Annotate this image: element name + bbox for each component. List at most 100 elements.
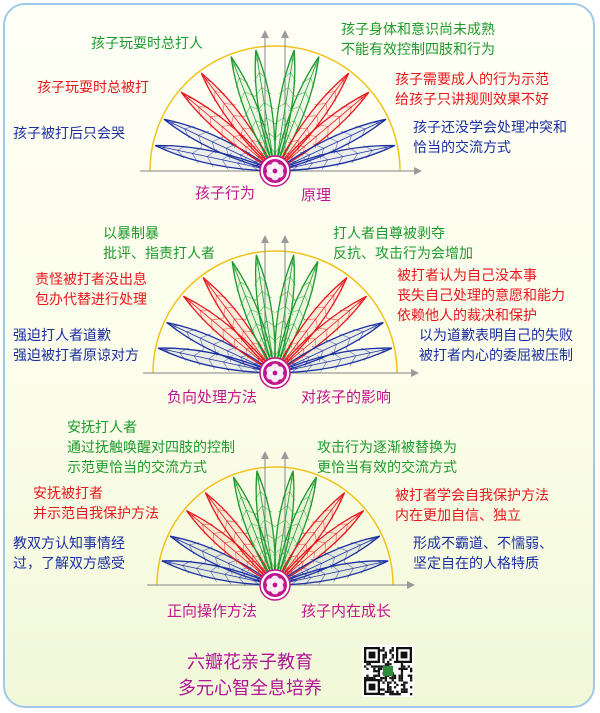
qr-module: [391, 693, 394, 696]
s3-petal-blue-right-inner: [274, 535, 381, 586]
s3-arrow-right: [407, 581, 415, 589]
s3-right-red-2: 内在更加自信、独立: [395, 508, 521, 524]
s2-arrow-right: [411, 369, 419, 377]
s1-arrow-right: [414, 167, 422, 175]
qr-module: [366, 667, 369, 670]
s2-petal-red-right-inner: [274, 277, 348, 374]
s3-petal-green-left-outer: [232, 476, 276, 586]
s3-bottom-left-label: 正向操作方法: [167, 602, 258, 620]
qr-module: [393, 693, 397, 696]
qr-module: [389, 649, 392, 652]
s3-left-blue-1: 教双方认知事情经: [13, 536, 125, 552]
qr-module: [380, 676, 383, 680]
s3-top-left-green-2: 通过抚触唤醒对四肢的控制: [67, 440, 235, 456]
qr-module: [377, 674, 381, 677]
qr-module: [375, 674, 378, 677]
qr-module: [393, 686, 397, 689]
s2-left-blue-1: 强迫打人者道歉: [13, 328, 111, 344]
qr-module: [382, 681, 385, 684]
qr-module: [380, 665, 383, 668]
s2-petal-green-left-inner: [254, 254, 277, 374]
qr-module: [382, 656, 385, 659]
s3-petal-blue-left-outer: [161, 560, 276, 586]
qr-module: [391, 676, 394, 680]
s2-top-right-green-2: 反抗、攻击行为会增加: [333, 246, 473, 262]
qr-module: [389, 688, 392, 691]
footer-brand-line2: 多元心智全息培养: [178, 678, 322, 699]
s3-bottom-right-label: 孩子内在成长: [301, 602, 392, 620]
qr-module: [387, 681, 390, 684]
s2-left-red-1: 责怪被打者没出息: [35, 272, 147, 288]
s3-petal-red-left-outer: [185, 510, 276, 586]
s1-petal-red-left-outer: [180, 91, 276, 172]
qr-module: [380, 667, 383, 670]
qr-module: [382, 653, 385, 657]
qr-module: [391, 690, 394, 693]
qr-module: [368, 663, 371, 666]
s2-right-blue-1: 以为道歉表明自己的失败: [419, 328, 573, 344]
s1-arrow-up-right: [281, 30, 289, 38]
s3-flower-logo-center: [272, 582, 278, 588]
s3-top-left-green-1: 安抚打人者: [67, 420, 137, 436]
s1-petal-green-left-outer: [230, 56, 276, 172]
qr-module: [393, 676, 397, 680]
qr-module: [403, 665, 406, 668]
qr-module: [380, 679, 383, 682]
s2-top-left-green-2: 批评、指责打人者: [103, 246, 215, 262]
qr-module: [382, 647, 385, 650]
qr-module: [366, 676, 369, 680]
qr-module: [384, 676, 387, 680]
s3-left-red-2: 并示范自我保护方法: [33, 506, 159, 522]
qr-module: [375, 670, 378, 673]
s1-top-right-green-1: 孩子身体和意识尚未成熟: [341, 22, 495, 38]
s2-right-red-1: 被打者认为自己没本事: [397, 268, 537, 284]
s2-arc: [152, 250, 398, 374]
qr-module: [382, 658, 385, 661]
s2-right-red-2: 丧失自己处理的意愿和能力: [397, 288, 565, 304]
qr-module: [400, 676, 404, 680]
qr-module: [400, 690, 404, 693]
qr-module: [405, 690, 408, 693]
qr-module: [391, 656, 394, 659]
qr-module: [398, 667, 401, 670]
s2-petal-blue-left-inner: [166, 321, 276, 374]
qr-module: [410, 674, 413, 677]
s1-arc: [149, 45, 401, 172]
qr-module: [410, 676, 413, 680]
qr-module: [410, 686, 413, 689]
qr-module: [389, 663, 392, 666]
s1-flower-logo-center: [272, 168, 278, 174]
qr-module: [393, 674, 397, 677]
footer-brand-line1: 六瓣花亲子教育: [187, 652, 313, 673]
qr-module: [407, 665, 410, 668]
s3-right-red-1: 被打者学会自我保护方法: [395, 488, 549, 504]
s2-left-red-2: 包办代替进行处理: [35, 292, 147, 308]
s3-petal-green-right-inner: [272, 470, 296, 586]
qr-module: [384, 651, 387, 654]
qr-module: [389, 693, 392, 696]
s1-left-red: 孩子玩耍时总被打: [37, 80, 149, 96]
qr-module: [405, 681, 408, 684]
qr-module: [370, 676, 374, 680]
s2-top-left-green-1: 以暴制暴: [103, 226, 159, 242]
s3-arrow-up-left: [261, 451, 269, 459]
s2-arrow-up-left: [261, 235, 269, 243]
qr-module: [366, 674, 369, 677]
s3-arc: [156, 466, 394, 586]
s2-flower-logo-petal-5: [275, 366, 284, 375]
qr-module: [370, 665, 374, 668]
qr-module: [403, 683, 406, 687]
s3-top-right-green-2: 更恰当有效的交流方式: [317, 460, 457, 476]
qr-module: [389, 658, 392, 661]
s1-arrow-up-left: [261, 30, 269, 38]
qr-code-icon: [362, 645, 414, 697]
qr-module: [400, 663, 404, 666]
qr-module: [387, 688, 390, 691]
qr-module: [398, 674, 401, 677]
qr-module: [398, 693, 401, 696]
qr-module: [389, 676, 392, 680]
s1-flower-logo-petal-5: [275, 164, 284, 173]
qr-finder-inner-2: [368, 683, 376, 691]
qr-module: [387, 686, 390, 689]
qr-module: [387, 690, 390, 693]
